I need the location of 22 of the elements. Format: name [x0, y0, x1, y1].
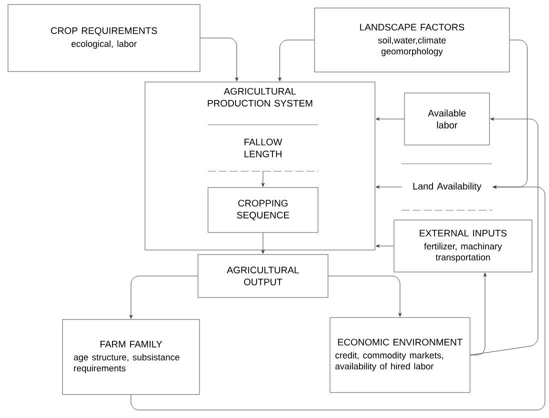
- process-box: EXTERNAL INPUTS fertilizer, machinary transportation: [394, 220, 532, 272]
- arrow: [129, 276, 198, 319]
- process-box: FARM FAMILY age structure, subsistance requirements: [62, 319, 200, 395]
- process-box: CROP REQUIREMENTS ecological, labor: [8, 4, 200, 72]
- arrow: [261, 170, 265, 187]
- arrow: [470, 117, 538, 356]
- arrow: [328, 276, 402, 317]
- arrow: [470, 272, 487, 356]
- arrow: [376, 117, 404, 121]
- process-box: Available labor: [404, 92, 490, 146]
- process-box: AGRICULTURAL OUTPUT: [198, 254, 328, 298]
- arrow: [261, 232, 265, 254]
- arrow: [130, 185, 546, 410]
- arrow: [200, 38, 238, 82]
- ruled-label: FALLOW LENGTH: [208, 124, 318, 172]
- ruled-label: Land Availability: [402, 164, 492, 210]
- process-box: CROPPING SEQUENCE: [208, 187, 318, 233]
- arrow: [376, 244, 394, 248]
- process-box: ECONOMIC ENVIRONMENT credit, commodity markets, availability of hired labor: [330, 317, 470, 393]
- process-box: LANDSCAPE FACTORS soil,water,climate geomorphology: [314, 8, 510, 72]
- arrow: [278, 40, 314, 82]
- arrow: [376, 185, 402, 189]
